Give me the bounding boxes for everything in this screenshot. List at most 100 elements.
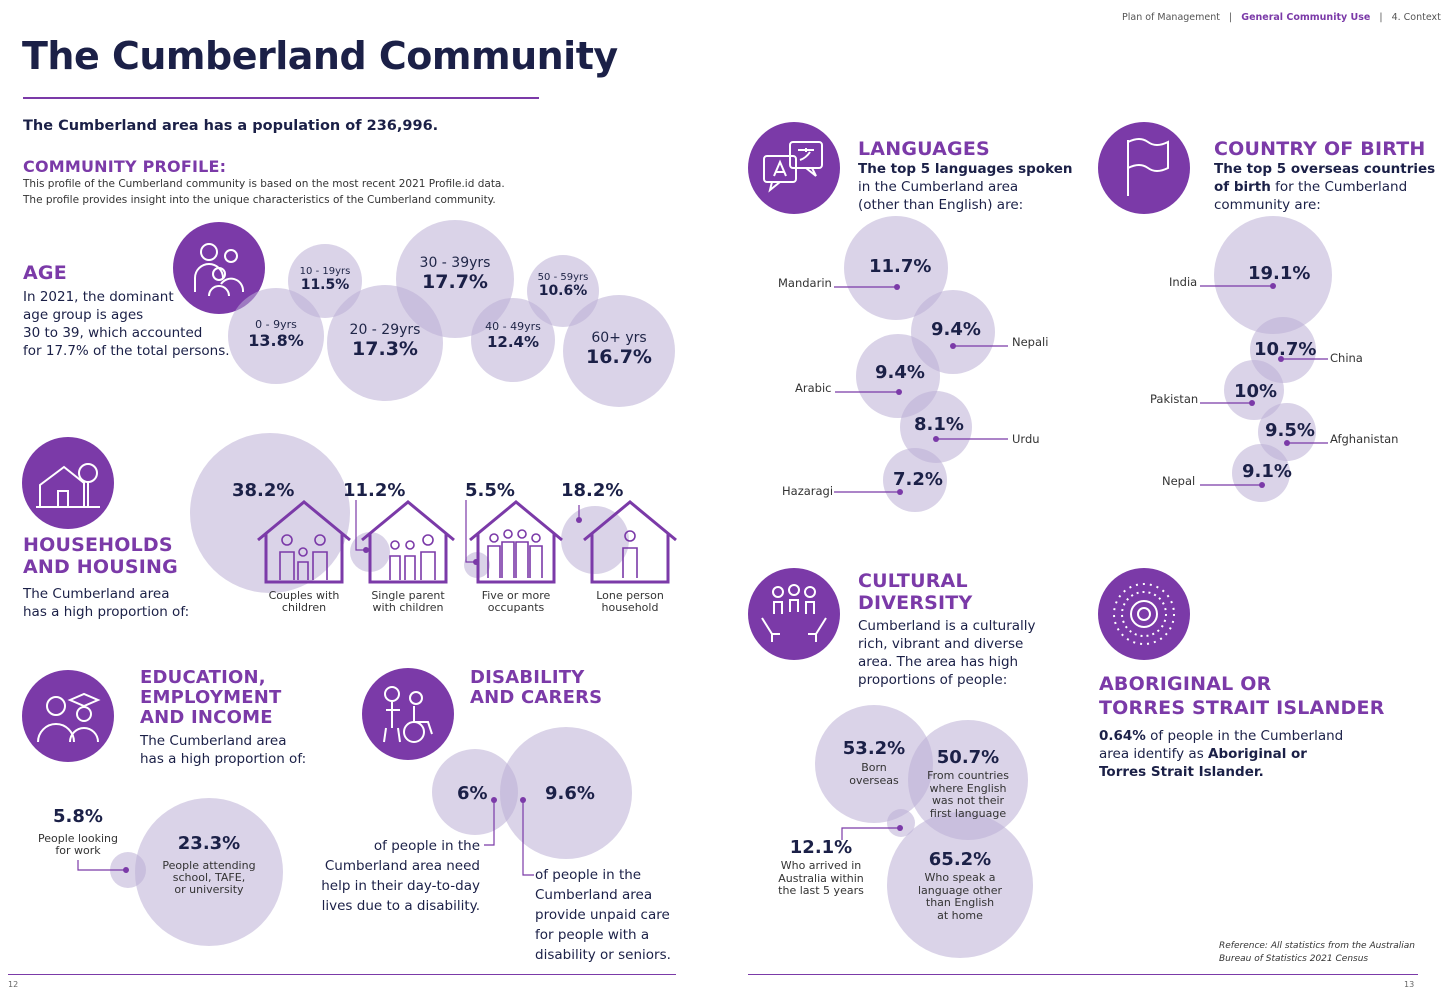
cultural-value: 65.2% [928,849,992,870]
language-bubble [883,448,947,512]
age-label: 20 - 29yrs [349,322,421,338]
language-name: Hazaragi [782,484,834,498]
age-value: 16.7% [586,346,652,368]
age-label: 10 - 19yrs [299,266,351,277]
age-bubble [563,295,675,407]
age-60-plus: 60+ yrs 16.7% [563,330,675,368]
birth-name: Pakistan [1150,392,1199,406]
household-label-line: household [601,601,659,614]
graduate-icon [22,670,114,762]
cultural-heading: CULTURAL DIVERSITY [858,570,972,614]
aboriginal-bold: Torres Strait Islander. [1099,764,1264,780]
page-title: The Cumberland Community [22,34,618,78]
age-value: 17.7% [422,271,488,293]
cultural-label-line: Australia within [778,871,864,885]
disability-text-line: for people with a [535,927,650,943]
birth-value: 9.5% [1265,420,1315,441]
reference-note: Reference: All statistics from the Austr… [1219,940,1415,966]
age-label: 40 - 49yrs [485,320,541,333]
cultural-label-line: Who arrived in [780,859,862,872]
cultural-label-line: at home [937,908,983,922]
household-label-line: occupants [487,601,545,614]
household-value: 18.2% [561,480,624,501]
birth-name: India [1169,275,1198,289]
disability-text-line: Cumberland area [535,887,653,903]
birth-value: 10.7% [1254,339,1317,360]
birth-sub-rest: for the Cumberland [1270,179,1408,195]
language-value: 11.7% [869,256,932,277]
education-label-line: People attending [162,859,256,872]
education-label-line: for work [55,844,101,857]
language-value: 7.2% [893,469,943,490]
cultural-value: 12.1% [789,837,853,858]
household-label-line: Single parent [371,589,445,602]
household-value: 5.5% [465,480,515,501]
age-body-line: 30 to 39, which accounted [23,325,203,341]
cultural-label-line: Who speak a [924,871,996,884]
breadcrumb-plan[interactable]: Plan of Management [1122,12,1220,23]
languages-sub-line: (other than English) are: [858,197,1024,213]
age-0-9: 0 - 9yrs 13.8% [228,318,324,350]
education-body-line: has a high proportion of: [140,751,307,767]
disability-value: 9.6% [545,783,595,804]
cultural-body-line: Cumberland is a culturally [858,618,1036,634]
age-label: 0 - 9yrs [255,318,297,331]
cultural-label-line: language other [917,883,1002,897]
breadcrumb-separator: | [1379,12,1383,23]
languages-sub: The top 5 languages spoken in the Cumber… [858,160,1073,214]
cultural-label-line: was not their [931,794,1005,807]
birth-value: 19.1% [1248,263,1311,284]
birth-sub-line: The top 5 overseas countries [1214,161,1436,177]
age-30-39: 30 - 39yrs 17.7% [396,255,514,293]
birth-bubble [1232,444,1290,502]
profile-line-2: The profile provides insight into the un… [23,194,496,206]
breadcrumb-context[interactable]: 4. Context [1391,12,1441,23]
age-value: 17.3% [352,338,418,360]
breadcrumb-general[interactable]: General Community Use [1241,12,1371,23]
disability-text-line: lives due to a disability. [321,898,480,914]
disability-text-line: provide unpaid care [535,907,670,923]
disability-text-line: Cumberland area need [324,858,480,874]
households-heading: HOUSEHOLDS AND HOUSING [23,534,178,578]
age-body-line: for 17.7% of the total persons. [23,343,230,359]
age-value: 13.8% [248,331,304,350]
cultural-label-line: Born [861,761,887,774]
flag-icon [1098,122,1190,214]
aboriginal-text-part: of people in the Cumberland [1145,728,1344,744]
language-name: Nepali [1012,335,1049,349]
aboriginal-value: 0.64% [1099,728,1146,744]
birth-sub-line: community are: [1214,197,1321,213]
education-label-line: school, TAFE, [172,871,246,884]
education-label-line: or university [174,883,244,896]
page-number-right: 13 [1404,980,1415,989]
disability-text-line: of people in the [535,867,642,883]
house-icon [22,437,114,529]
aboriginal-text-part: area identify as [1099,746,1209,762]
birth-value: 10% [1234,381,1278,402]
age-label: 30 - 39yrs [419,255,491,271]
cultural-bubble [887,812,1033,958]
dot-art-icon [1098,568,1190,660]
cultural-label-line: where English [929,781,1007,795]
disability-bubble-large [500,727,632,859]
language-name: Mandarin [778,276,832,290]
language-name: Urdu [1012,432,1040,446]
education-value: 23.3% [177,833,241,854]
profile-line-1: This profile of the Cumberland community… [23,178,505,190]
age-label: 60+ yrs [591,330,647,346]
age-value: 12.4% [486,333,540,351]
languages-sub-line: The top 5 languages spoken [858,161,1073,177]
footer-rule-right [748,974,1418,975]
households-body-line: has a high proportion of: [23,604,190,620]
language-name: Arabic [795,381,832,395]
community-hands-icon [748,568,840,660]
profile-heading: COMMUNITY PROFILE: [23,157,227,176]
disability-text-1: of people in the Cumberland area need he… [310,836,480,916]
cultural-label-line: From countries [927,769,1009,782]
